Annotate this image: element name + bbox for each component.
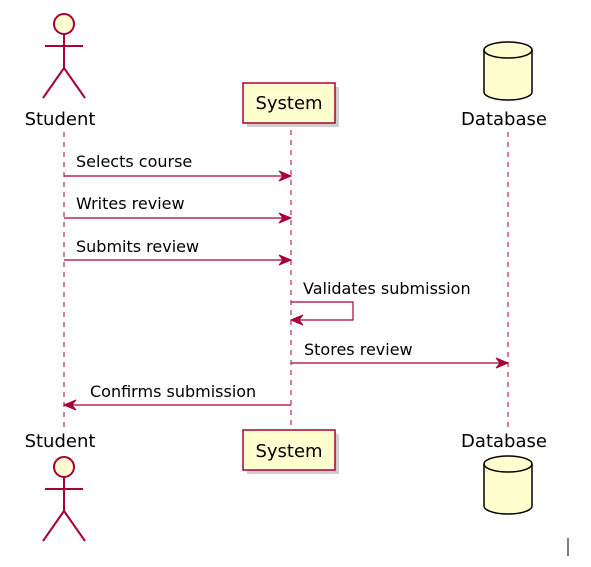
message-label: Stores review	[304, 340, 413, 359]
message-selects-course: Selects course	[64, 152, 293, 182]
database-icon	[483, 455, 533, 515]
arrowhead-icon	[278, 254, 293, 266]
participant-box	[242, 82, 336, 124]
system-participant-top: System	[242, 82, 339, 127]
database-bottom: Database	[461, 431, 547, 515]
message-label: Validates submission	[303, 279, 471, 298]
arrowhead-icon	[278, 212, 293, 224]
student-actor-top: Student	[25, 13, 96, 130]
participant-label-database-bottom: Database	[461, 431, 547, 452]
message-submits-review: Submits review	[64, 237, 293, 266]
participant-label-system-bottom: System	[255, 441, 322, 462]
message-writes-review: Writes review	[64, 194, 293, 224]
student-actor-bottom: Student	[25, 431, 96, 542]
system-participant-bottom: System	[242, 429, 339, 474]
arrowhead-icon	[289, 314, 304, 326]
arrowhead-icon	[495, 357, 510, 369]
arrowhead-icon	[278, 170, 293, 182]
participant-box	[242, 429, 336, 471]
participant-label-student-top: Student	[25, 109, 96, 130]
message-label: Submits review	[76, 237, 199, 256]
arrowhead-icon	[62, 399, 77, 411]
participant-label-student-bottom: Student	[25, 431, 96, 452]
database-top: Database	[461, 41, 547, 130]
message-confirms-submission: Confirms submission	[62, 382, 291, 411]
database-icon	[483, 41, 533, 101]
participant-label-database-top: Database	[461, 109, 547, 130]
message-label: Selects course	[76, 152, 192, 171]
message-label: Confirms submission	[90, 382, 256, 401]
message-label: Writes review	[76, 194, 185, 213]
actor-head-icon	[53, 13, 75, 35]
participant-label-system-top: System	[255, 93, 322, 114]
message-validates-submission: Validates submission	[289, 279, 471, 326]
actor-head-icon	[53, 456, 75, 478]
message-stores-review: Stores review	[291, 340, 510, 369]
